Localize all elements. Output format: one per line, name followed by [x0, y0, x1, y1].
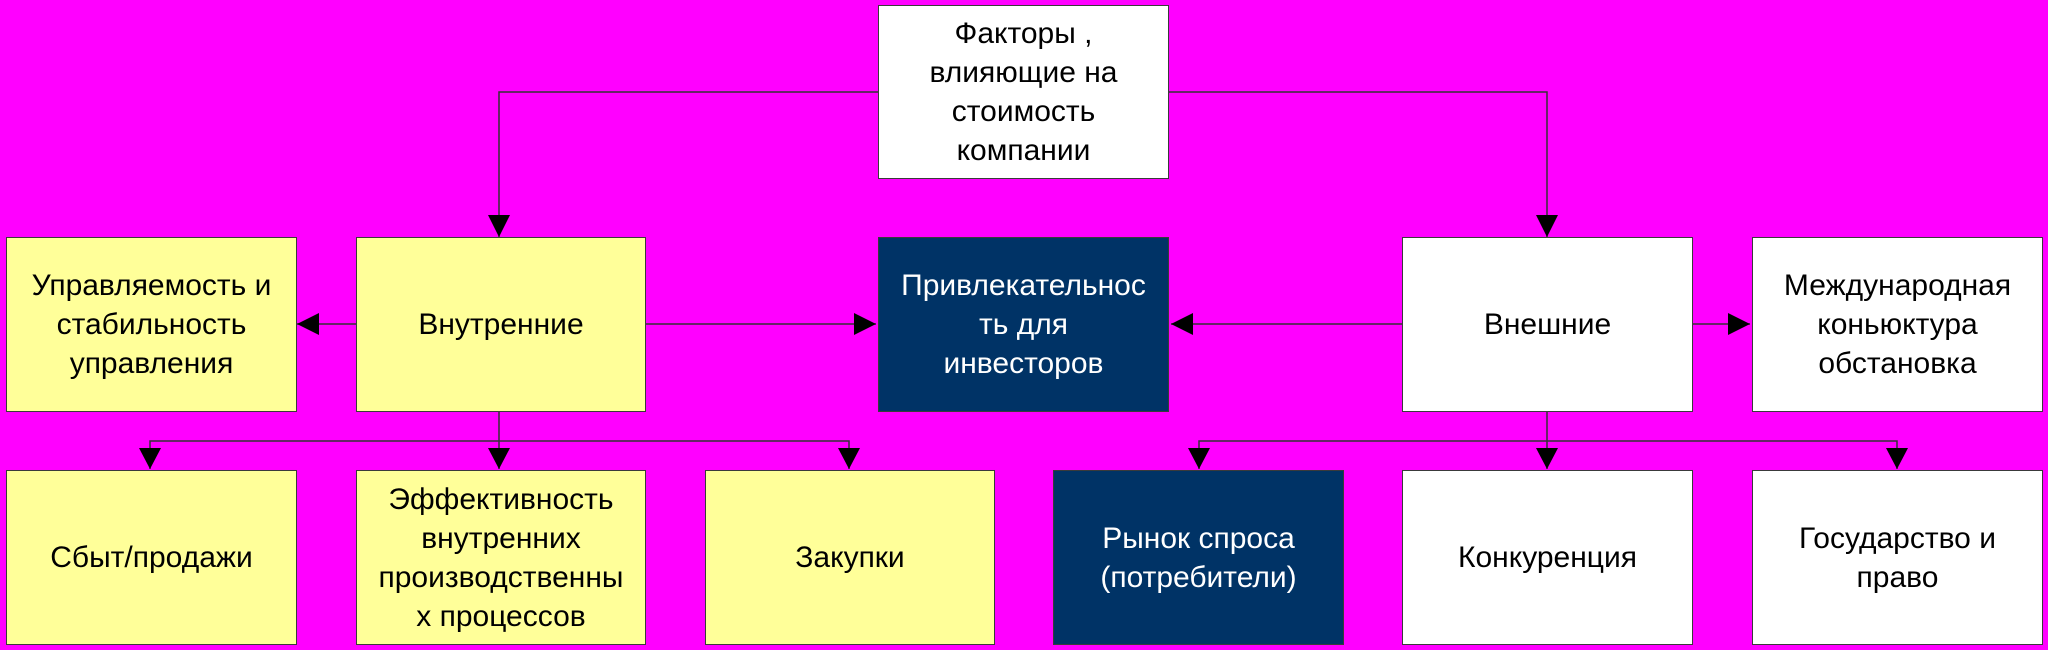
node-manageability: Управляемость и стабильность управления: [6, 237, 297, 412]
connector-internal-arrowheads: [139, 448, 860, 469]
node-state-and-law: Государство и право: [1752, 470, 2043, 645]
node-competition: Конкуренция: [1402, 470, 1693, 645]
root-node-value-factors: Факторы , влияющие на стоимость компании: [878, 5, 1169, 179]
node-demand-market: Рынок спроса (потребители): [1053, 470, 1344, 645]
node-external-factors: Внешние: [1402, 237, 1693, 412]
connector-root-to-internal: [488, 91, 878, 237]
connector-root-to-external: [1169, 91, 1558, 237]
connector-external-arrowheads: [1188, 448, 1908, 469]
node-sales: Сбыт/продажи: [6, 470, 297, 645]
node-production-efficiency: Эффективность внутренних производственны…: [356, 470, 646, 645]
node-international-situation: Международная коньюктура обстановка: [1752, 237, 2043, 412]
node-internal-factors: Внутренние: [356, 237, 646, 412]
node-purchasing: Закупки: [705, 470, 995, 645]
node-investor-attractiveness: Привлекательнос ть для инвесторов: [878, 237, 1169, 412]
